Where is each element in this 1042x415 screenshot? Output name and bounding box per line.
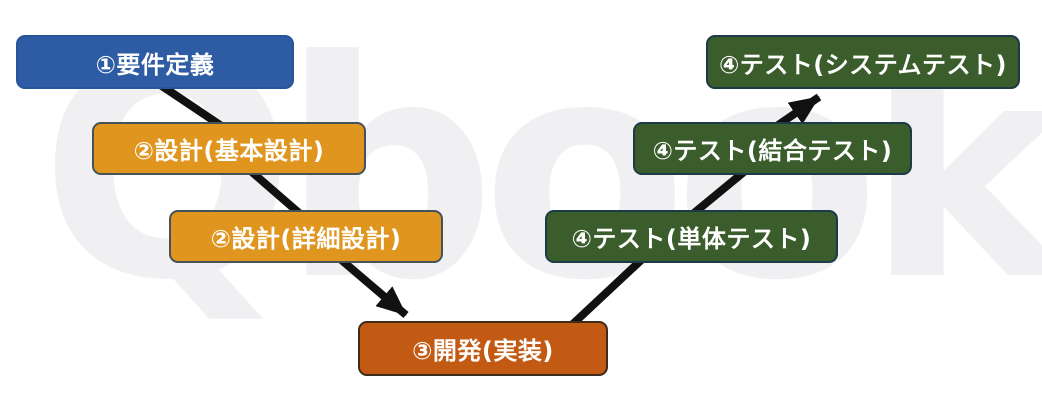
step-design-basic: ②設計(基本設計)	[92, 122, 366, 175]
arrow-lines	[147, 74, 822, 339]
step-test-integration: ④テスト(結合テスト)	[633, 122, 912, 175]
step-design-detailed: ②設計(詳細設計)	[169, 210, 443, 263]
step-requirements: ①要件定義	[16, 35, 294, 89]
step-development: ③開発(実装)	[358, 321, 608, 376]
step-test-unit: ④テスト(単体テスト)	[545, 210, 838, 263]
step-test-system: ④テスト(システムテスト)	[706, 35, 1020, 89]
